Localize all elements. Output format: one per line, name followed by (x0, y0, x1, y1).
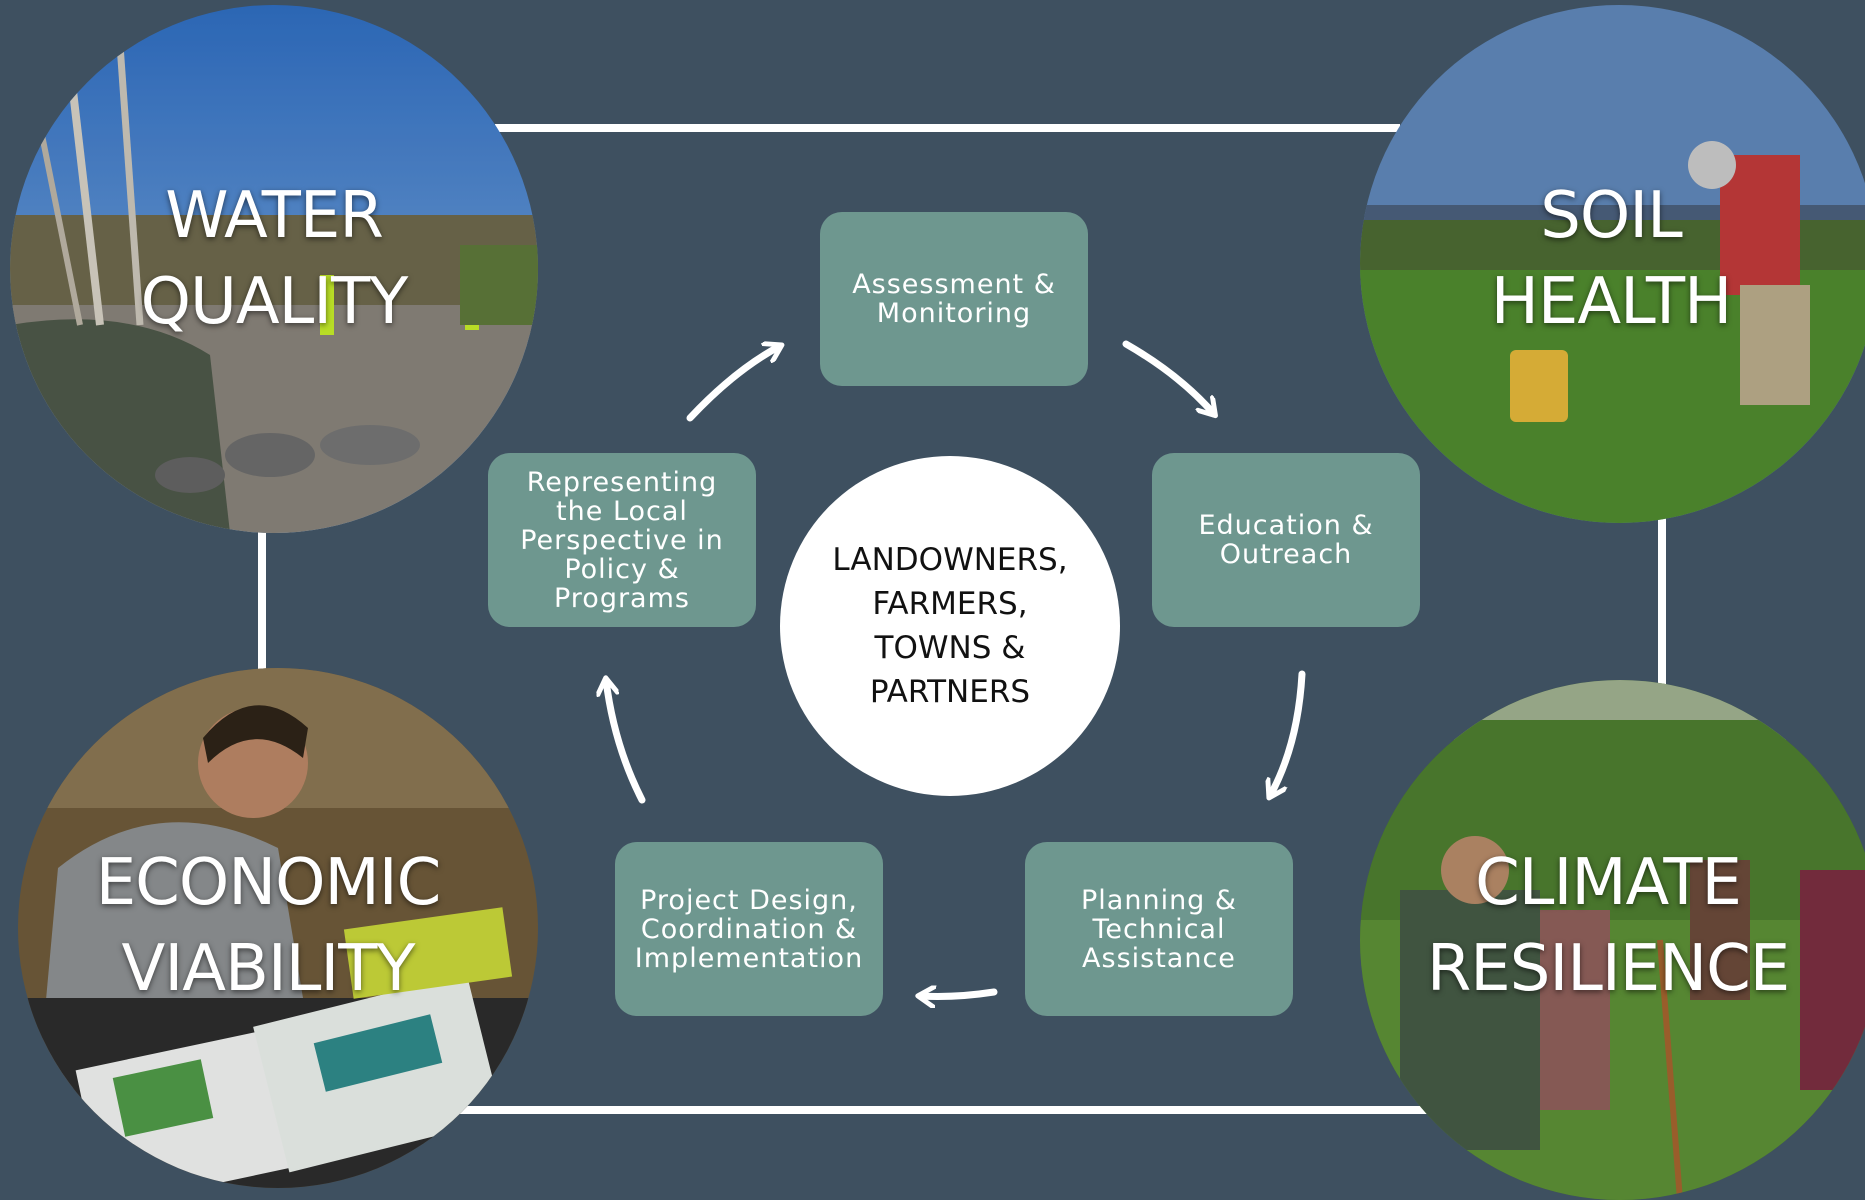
arrow-project-to-representing (606, 680, 646, 804)
water-quality-line1: WATER (165, 179, 384, 253)
tree-planting-crew-image (1360, 680, 1865, 1200)
step-education-outreach: Education & Outreach (1152, 453, 1420, 627)
arrow-representing-to-assessment (686, 346, 780, 422)
water-quality-photo: WATER QUALITY (10, 5, 538, 533)
man-reading-brochures-image (18, 668, 538, 1188)
climate-resilience-photo: CLIMATE RESILIENCE (1360, 680, 1865, 1200)
climate-resilience-line2: RESILIENCE (1426, 932, 1790, 1006)
step-project-design-coordination-implementation: Project Design, Coordination & Implement… (615, 842, 883, 1016)
field-scene-image (1360, 5, 1865, 523)
economic-viability-photo: ECONOMIC VIABILITY (18, 668, 538, 1188)
frame-line-bottom (455, 1106, 1430, 1114)
water-quality-label: WATER QUALITY (10, 173, 538, 345)
soil-health-label: SOIL HEALTH (1360, 173, 1865, 345)
soil-health-photo: SOIL HEALTH (1360, 5, 1865, 523)
climate-resilience-label: CLIMATE RESILIENCE (1360, 840, 1865, 1012)
water-quality-line2: QUALITY (140, 265, 409, 339)
step-assessment-monitoring: Assessment & Monitoring (820, 212, 1088, 386)
step-planning-technical-assistance: Planning & Technical Assistance (1025, 842, 1293, 1016)
arrow-education-to-planning (1270, 670, 1306, 796)
frame-line-top (495, 124, 1400, 132)
stream-scene-image (10, 5, 538, 533)
economic-viability-label: ECONOMIC VIABILITY (18, 840, 528, 1012)
arrow-planning-to-project (920, 992, 998, 997)
arrow-assessment-to-education (1122, 340, 1214, 414)
soil-health-line1: SOIL (1540, 179, 1683, 253)
frame-line-right (1658, 500, 1666, 700)
frame-line-left (258, 520, 266, 720)
economic-viability-line2: VIABILITY (121, 932, 416, 1006)
center-hub: LANDOWNERS, FARMERS, TOWNS & PARTNERS (780, 456, 1120, 796)
economic-viability-line1: ECONOMIC (95, 846, 442, 920)
step-representing-local-perspective: Representing the Local Perspective in Po… (488, 453, 756, 627)
soil-health-line2: HEALTH (1490, 265, 1732, 339)
climate-resilience-line1: CLIMATE (1475, 846, 1742, 920)
